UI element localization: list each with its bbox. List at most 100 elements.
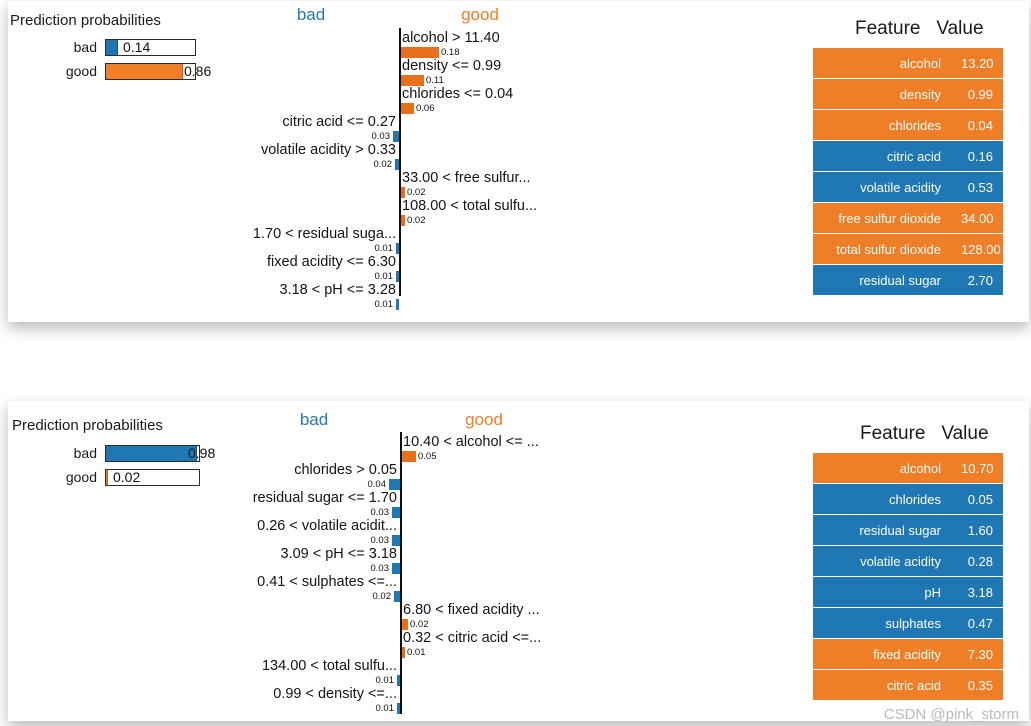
class-header-bad: bad — [296, 5, 326, 24]
probability-value: 0.14 — [123, 39, 151, 55]
table-cell-value: 0.05 — [951, 483, 1003, 515]
table-cell-value: 1.60 — [951, 514, 1003, 546]
feature-label: chlorides <= 0.04 — [402, 86, 514, 102]
chart-center-axis — [399, 28, 401, 296]
table-cell-value: 13.20 — [951, 48, 1003, 79]
table-header-feature: Feature — [860, 423, 926, 444]
feature-weight-bar — [394, 591, 400, 602]
table-cell-feature: chlorides — [813, 483, 951, 515]
feature-weight-bar — [392, 563, 400, 574]
table-cell-feature: fixed acidity — [813, 638, 951, 670]
feature-label: volatile acidity > 0.33 — [260, 142, 396, 158]
table-cell-feature: free sulfur dioxide — [813, 202, 951, 234]
table-cell-value: 0.99 — [951, 78, 1003, 110]
probability-label: good — [65, 63, 97, 79]
probability-bar-fill — [106, 469, 108, 485]
feature-label: 0.41 < sulphates <=... — [257, 574, 397, 590]
probability-label: bad — [73, 39, 97, 55]
table-cell-value: 3.18 — [951, 576, 1003, 608]
feature-label: 0.32 < citric acid <=... — [403, 630, 542, 646]
feature-weight-value: 0.02 — [410, 619, 429, 630]
feature-label: 0.99 < density <=... — [273, 686, 397, 702]
table-cell-value: 0.53 — [951, 171, 1003, 203]
feature-weight-value: 0.06 — [416, 103, 435, 114]
probability-bar-track — [105, 468, 200, 486]
class-header-bad: bad — [299, 410, 329, 429]
table-cell-feature: citric acid — [813, 140, 951, 172]
feature-weight-value: 0.03 — [370, 507, 390, 518]
table-header-gap — [920, 18, 936, 39]
feature-label: density <= 0.99 — [402, 58, 502, 74]
feature-weight-value: 0.02 — [407, 215, 426, 226]
table-cell-value: 2.70 — [951, 264, 1003, 295]
probability-row-bad: bad — [0, 38, 196, 56]
feature-label: 10.40 < alcohol <= ... — [403, 434, 539, 450]
probability-bar-track — [105, 38, 196, 56]
probability-bar-track — [105, 444, 200, 462]
table-header-feature: Feature — [855, 18, 921, 39]
table-header-value: Value — [941, 423, 989, 444]
table-cell-value: 10.70 — [951, 453, 1003, 484]
table-cell-feature: alcohol — [813, 453, 951, 484]
probability-row-good: good — [0, 468, 200, 486]
table-cell-feature: volatile acidity — [813, 545, 951, 577]
feature-weight-bar — [396, 271, 399, 282]
feature-weight-bar — [392, 507, 400, 518]
table-cell-feature: alcohol — [813, 48, 951, 79]
feature-weight-value: 0.02 — [373, 159, 393, 170]
feature-label: 134.00 < total sulfu... — [261, 658, 397, 674]
probability-label: bad — [73, 445, 97, 461]
feature-weight-value: 0.03 — [370, 563, 390, 574]
feature-weight-bar — [396, 299, 399, 310]
feature-weight-bar — [402, 647, 405, 658]
feature-weight-bar — [392, 535, 400, 546]
class-header-good: good — [465, 410, 503, 429]
feature-weight-value: 0.02 — [372, 591, 392, 602]
table-cell-value: 0.35 — [951, 669, 1003, 700]
feature-weight-value: 0.01 — [374, 299, 394, 310]
chart-center-axis — [400, 432, 402, 714]
feature-label: 33.00 < free sulfur... — [402, 170, 531, 186]
probability-value: 0.02 — [113, 469, 141, 485]
feature-weight-value: 0.01 — [375, 675, 395, 686]
probability-row-bad: bad — [0, 444, 200, 462]
feature-weight-bar — [401, 103, 414, 114]
feature-label: fixed acidity <= 6.30 — [267, 254, 396, 270]
table-cell-value: 0.47 — [951, 607, 1003, 639]
feature-label: residual sugar <= 1.70 — [252, 490, 397, 506]
feature-weight-value: 0.03 — [371, 131, 391, 142]
feature-weight-value: 0.01 — [375, 703, 395, 714]
probability-bar-fill — [106, 63, 183, 79]
probability-value: 0.86 — [184, 63, 212, 79]
table-cell-value: 7.30 — [951, 638, 1003, 670]
feature-weight-bar — [401, 187, 405, 198]
feature-weight-bar — [395, 159, 399, 170]
feature-weight-bar — [397, 675, 400, 686]
probability-bar-fill — [106, 445, 197, 461]
feature-weight-value: 0.01 — [407, 647, 426, 658]
feature-weight-value: 0.18 — [441, 47, 460, 58]
feature-weight-bar — [389, 479, 400, 490]
feature-weight-bar — [396, 243, 399, 254]
feature-weight-value: 0.01 — [374, 243, 394, 254]
feature-label: 0.26 < volatile acidit... — [257, 518, 397, 534]
feature-label: 6.80 < fixed acidity ... — [403, 602, 540, 618]
feature-label: 3.18 < pH <= 3.28 — [279, 282, 397, 298]
table-cell-feature: pH — [813, 576, 951, 608]
feature-weight-value: 0.01 — [374, 271, 394, 282]
watermark: CSDN @pink_storm — [883, 706, 1019, 723]
feature-weight-value: 0.02 — [407, 187, 426, 198]
